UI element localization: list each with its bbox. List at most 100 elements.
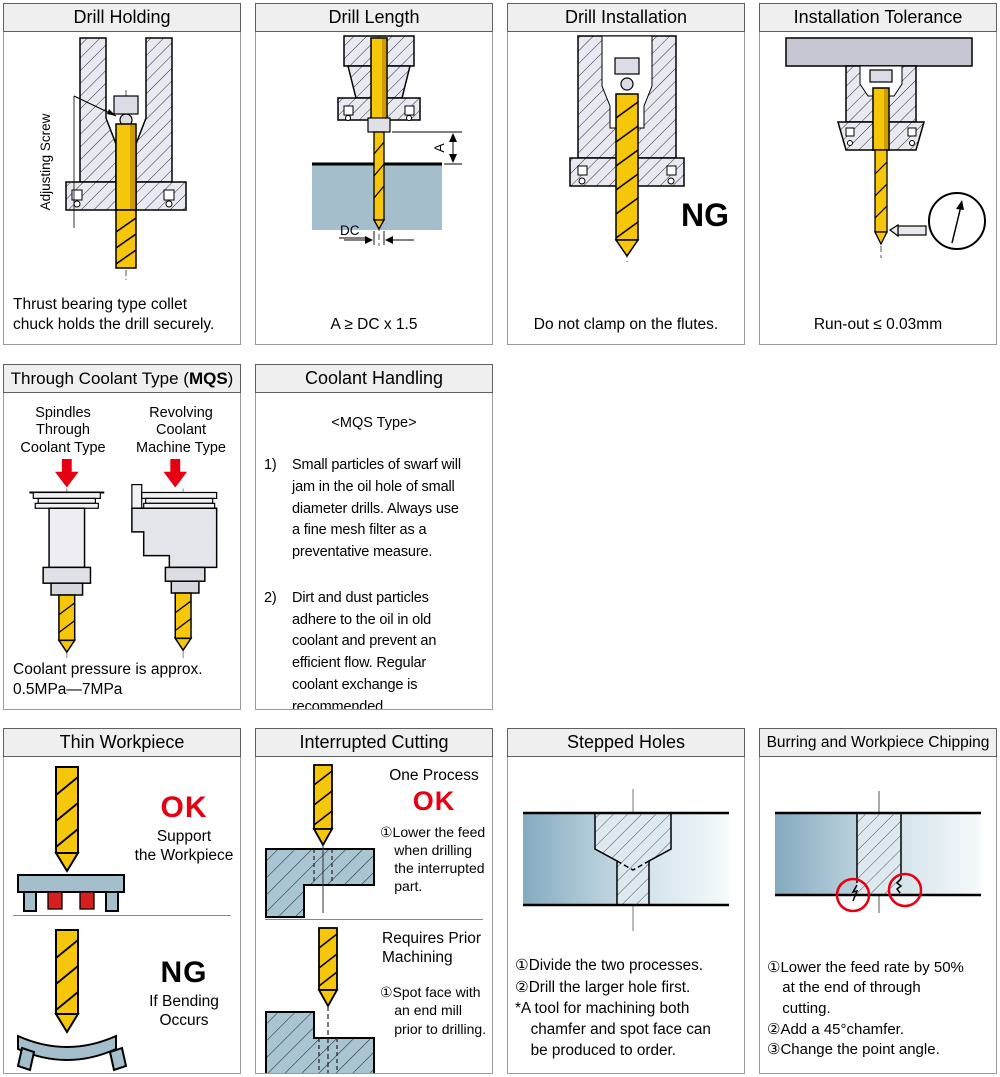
support-block-graphic [47, 891, 63, 910]
adjusting-screw-label: Adjusting Screw [38, 113, 53, 210]
panel-title: Drill Installation [507, 3, 745, 32]
coolant-inlet-graphic [131, 484, 143, 510]
prior-machining-heading: Requires Prior Machining [382, 930, 482, 966]
panel-title: Burring and Workpiece Chipping [759, 728, 997, 757]
collet-chuck-diagram: Adjusting Screw [38, 37, 187, 280]
one-process-heading: One Process [389, 767, 479, 784]
drill-length-caption: A ≥ DC x 1.5 [330, 315, 418, 333]
adjusting-screw-graphic [113, 95, 139, 115]
down-arrow-icon [163, 459, 188, 488]
note-text: ③Change the point angle. [767, 1041, 940, 1059]
one-process-side: One Process OK ①Lower the feed when dril… [378, 763, 490, 919]
divider [265, 919, 483, 920]
note-text: ①Spot face with an end mill prior to dri… [380, 984, 487, 1037]
mqs-type-subtitle: <MQS Type> [331, 415, 417, 431]
panel-body: One Process OK ①Lower the feed when dril… [255, 757, 493, 1074]
bending-workpiece-section: NG If Bending Occurs [4, 916, 240, 1073]
note-text: ①Lower the feed when drilling the interr… [380, 823, 486, 895]
leader-arrowhead [107, 109, 116, 116]
ng-text: If Bending Occurs [149, 993, 219, 1030]
flute-clamping-diagram: NG [569, 35, 729, 262]
panel-title-text: Through Coolant Type ( [10, 368, 189, 388]
panel-coolant-handling: Coolant Handling <MQS Type> 1) Small par… [255, 364, 493, 710]
panel-title-text: Installation Tolerance [793, 7, 963, 27]
panel-through-coolant: Through Coolant Type (MQS) Spindles Thro… [3, 364, 241, 710]
spindle-labels: Spindles Through Coolant Type Revolving … [4, 393, 240, 457]
panel-title-text: Drill Holding [73, 7, 171, 27]
ok-label: OK [160, 791, 208, 824]
ok-label: OK [412, 785, 456, 816]
panel-title: Drill Length [255, 3, 493, 32]
dim-dc-label: DC [340, 223, 360, 238]
drill-flutes-graphic [115, 209, 137, 269]
workpiece-graphic [17, 874, 125, 893]
spindle-through-label: Spindles Through Coolant Type [20, 405, 106, 456]
panel-title-text: Burring and Workpiece Chipping [766, 733, 990, 751]
drill-graphic [58, 594, 76, 642]
installation-tolerance-caption: Run-out ≤ 0.03mm [813, 315, 943, 333]
machine-plate-graphic [785, 37, 973, 67]
drill-holding-caption: Thrust bearing type collet chuck holds t… [13, 296, 215, 333]
spindle-body-graphic [48, 507, 86, 569]
supported-workpiece-diagram [17, 766, 125, 912]
note-text: *A tool for machining both chamfer and s… [515, 999, 711, 1059]
panel-title: Coolant Handling [255, 364, 493, 393]
panel-interrupted-cutting: Interrupted Cutting One Process OK [255, 728, 493, 1074]
note-text: ①Divide the two processes. [515, 957, 704, 975]
drill-flutes-graphic [373, 131, 385, 221]
panel-body: A DC A ≥ DC x 1.5 [255, 32, 493, 345]
panel-title: Installation Tolerance [759, 3, 997, 32]
burr-graphic [851, 884, 859, 902]
panel-body: <MQS Type> 1) Small particles of swarf w… [255, 393, 493, 710]
list-item: 1) Small particles of swarf will jam in … [256, 455, 492, 564]
stepped-holes-notes: ①Divide the two processes. ②Drill the la… [508, 955, 744, 1073]
drill-graphic [313, 764, 333, 830]
stepped-hole-diagram [523, 789, 729, 931]
drill-installation-caption: Do not clamp on the flutes. [533, 315, 719, 333]
item-number: 2) [264, 589, 277, 606]
panel-title: Through Coolant Type (MQS) [3, 364, 241, 393]
panel-title-text: Interrupted Cutting [299, 732, 449, 752]
highlight-circle-icon [887, 872, 923, 908]
panel-title-text: Drill Length [328, 7, 420, 27]
stepped-workpiece-graphic [265, 848, 375, 918]
panel-body: ①Lower the feed rate by 50% at the end o… [759, 757, 997, 1074]
support-block-graphic [79, 891, 95, 910]
item-text: Dirt and dust particles adhere to the oi… [292, 589, 437, 710]
divider [13, 915, 231, 916]
run-out-check-diagram [785, 37, 986, 258]
panel-title-text: Coolant Handling [304, 368, 444, 388]
panel-stepped-holes: Stepped Holes ①Divide the two processes.… [507, 728, 745, 1074]
ng-label: NG [160, 956, 208, 989]
spot-face-diagram [265, 927, 375, 1073]
supported-workpiece-section: OK Support the Workpiece [4, 757, 240, 915]
one-process-section: One Process OK ①Lower the feed when dril… [256, 757, 492, 919]
ok-side: OK Support the Workpiece [134, 763, 238, 915]
burring-diagram [775, 791, 981, 913]
gauge-probe-graphic [897, 225, 927, 236]
bending-workpiece-diagram [16, 929, 128, 1072]
ng-label: NG [681, 197, 729, 233]
panel-body: Spindles Through Coolant Type Revolving … [3, 393, 241, 710]
panel-body: NG Do not clamp on the flutes. [507, 32, 745, 345]
interrupted-cut-diagram [265, 764, 375, 918]
panel-title-text: Stepped Holes [566, 732, 686, 752]
through-hole-graphic [857, 813, 901, 895]
dim-a-label: A [431, 143, 447, 153]
coolant-pressure-caption: Coolant pressure is approx. 0.5MPa—7MPa [13, 661, 203, 698]
panel-drill-installation: Drill Installation [507, 3, 745, 345]
coolant-housing-graphic [131, 507, 218, 569]
ok-text: Support the Workpiece [134, 828, 234, 865]
panel-title: Drill Holding [3, 3, 241, 32]
chip-graphic [895, 878, 903, 894]
item-number: 1) [264, 457, 277, 473]
panel-body: OK Support the Workpiece NG [3, 757, 241, 1074]
coolant-spindles-diagram [29, 459, 218, 659]
revolving-coolant-label: Revolving Coolant Machine Type [135, 405, 226, 456]
panel-body: Run-out ≤ 0.03mm [759, 32, 997, 345]
note-text: ②Add a 45°chamfer. [767, 1020, 905, 1038]
burring-notes: ①Lower the feed rate by 50% at the end o… [760, 958, 996, 1073]
prior-machining-section: Requires Prior Machining ①Spot face with… [256, 920, 492, 1073]
panel-title-bold: MQS [188, 368, 228, 388]
